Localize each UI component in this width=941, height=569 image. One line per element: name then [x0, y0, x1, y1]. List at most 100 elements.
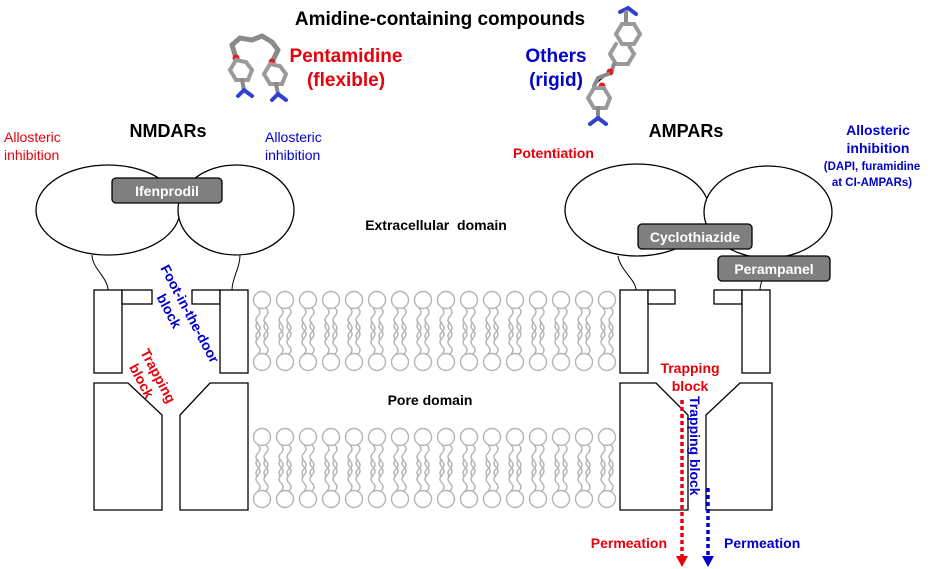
lipid-tail [393, 458, 399, 492]
lipid-head [344, 489, 364, 509]
lipid-head [298, 352, 318, 372]
lipid-head [551, 427, 571, 447]
nmdar-linker-right [231, 254, 241, 291]
lipid-tail [562, 307, 568, 341]
lipid-tail [470, 458, 476, 492]
lipid-tail [332, 444, 338, 478]
ifenprodil-label: Ifenprodil [135, 183, 199, 199]
nmdar-allosteric-left-line2: inhibition [4, 147, 59, 163]
rigid-molecule-image [585, 6, 643, 126]
others-sublabel: (rigid) [529, 70, 583, 91]
permeation-arrowhead-red [676, 556, 688, 567]
lipid-tail [554, 444, 560, 478]
lipid-tail [309, 321, 315, 355]
lipid-tail [531, 321, 537, 355]
lipid-tail [324, 458, 330, 492]
lipid-head [436, 489, 456, 509]
lipid-tail [370, 321, 376, 355]
lipid-head [459, 352, 479, 372]
nmdar-allosteric-right-line2: inhibition [265, 147, 320, 163]
lipid-head [574, 352, 594, 372]
lipid-tail [286, 458, 292, 492]
lipid-head [459, 427, 479, 447]
lipid-head [482, 489, 502, 509]
lipid-head [367, 489, 387, 509]
lipid-tail [263, 458, 269, 492]
lipid-tail [424, 307, 430, 341]
lipid-tail [608, 321, 614, 355]
lipid-tail [378, 307, 384, 341]
lipid-tail [447, 458, 453, 492]
lipid-tail [439, 307, 445, 341]
lipid-head [413, 427, 433, 447]
lipid-head [574, 427, 594, 447]
lipid-tail [493, 458, 499, 492]
pentamidine-sublabel: (flexible) [307, 70, 385, 91]
lipid-tail [539, 321, 545, 355]
ampar-allosteric-line3: (DAPI, furamidine [824, 161, 920, 173]
lipid-tail [255, 307, 261, 341]
lipid-tail [539, 307, 545, 341]
lipid-head [551, 352, 571, 372]
lipid-head [367, 290, 387, 310]
lipid-head [597, 352, 617, 372]
lipid-tail [485, 458, 491, 492]
lipid-head [298, 290, 318, 310]
ampar-tm-lower-left [619, 382, 689, 511]
lipid-head [321, 290, 341, 310]
ampar-tm-upper-right [741, 289, 771, 374]
lipid-head [321, 427, 341, 447]
ifenprodil-box [111, 177, 223, 204]
lipid-tail [516, 458, 522, 492]
lipid-tail [554, 458, 560, 492]
lipid-head [574, 290, 594, 310]
lipid-head [367, 427, 387, 447]
lipid-head [344, 290, 364, 310]
lipid-head [275, 290, 295, 310]
lipid-head [528, 352, 548, 372]
lipid-tail [301, 458, 307, 492]
lipid-tail [577, 321, 583, 355]
lipid-tail [309, 444, 315, 478]
ampar-trapping-red-line2: block [672, 378, 709, 394]
lipid-tail [585, 458, 591, 492]
extracellular-domain-label: Extracellular domain [365, 217, 507, 233]
lipid-head [505, 427, 525, 447]
lipid-head [459, 290, 479, 310]
lipid-tail [324, 444, 330, 478]
lipid-head [252, 489, 272, 509]
lipid-tail [470, 444, 476, 478]
lipid-tail [286, 321, 292, 355]
lipid-tail [301, 444, 307, 478]
lipid-tail [347, 321, 353, 355]
lipid-tail [347, 444, 353, 478]
lipid-head [597, 427, 617, 447]
lipid-tail [324, 307, 330, 341]
lipid-head [505, 352, 525, 372]
lipid-head [436, 290, 456, 310]
lipid-tail [462, 458, 468, 492]
ampar-label: AMPARs [649, 121, 724, 141]
perampanel-label: Perampanel [734, 261, 813, 277]
lipid-head [482, 352, 502, 372]
lipid-tail [516, 444, 522, 478]
lipid-tail [508, 321, 514, 355]
lipid-tail [401, 458, 407, 492]
lipid-tail [378, 321, 384, 355]
permeation-label-right: Permeation [724, 535, 800, 551]
ampar-allosteric-line2: inhibition [847, 140, 910, 156]
lipid-tail [600, 458, 606, 492]
lipid-tail [424, 321, 430, 355]
lipid-tail [493, 321, 499, 355]
lipid-tail [370, 307, 376, 341]
lipid-tail [562, 458, 568, 492]
lipid-tail [309, 307, 315, 341]
nmdar-reentrant-left [121, 289, 153, 305]
lipid-tail [562, 444, 568, 478]
lipid-head [367, 352, 387, 372]
lipid-tail [531, 444, 537, 478]
lipid-tail [493, 444, 499, 478]
lipid-tail [439, 458, 445, 492]
lipid-tail [324, 321, 330, 355]
lipid-tail [577, 307, 583, 341]
